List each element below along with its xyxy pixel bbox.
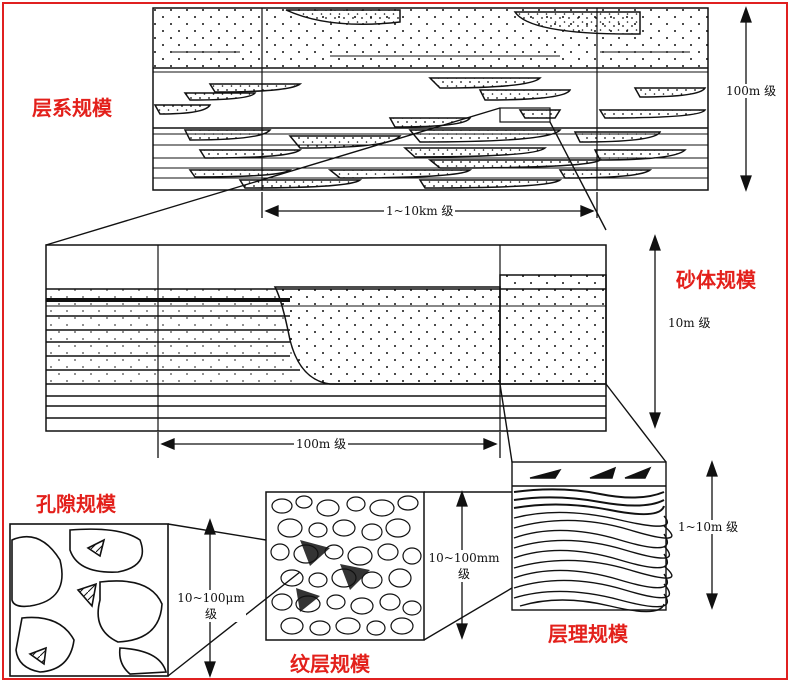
bedding-height-arrow <box>706 460 718 610</box>
label-pore-scale: 孔隙规模 <box>36 492 116 516</box>
dim-lamina-height: 10~100mm 级 <box>428 550 500 582</box>
label-lamina-scale: 纹层规模 <box>290 652 370 676</box>
pore-block <box>9 523 169 677</box>
dim-pore-unit: 级 <box>204 607 217 621</box>
label-sandbody-scale: 砂体规模 <box>676 268 756 292</box>
dim-sandbody-height: 10m 级 <box>666 316 713 330</box>
dim-lamina-unit: 级 <box>457 567 470 581</box>
dim-formation-height: 100m 级 <box>724 84 779 98</box>
label-bedding-scale: 层理规模 <box>548 622 628 646</box>
dim-formation-width: 1~10km 级 <box>384 204 456 218</box>
zoom-lines-middle <box>499 383 667 463</box>
zoom-lines-lamina <box>167 523 301 677</box>
dim-pore-value: 10~100μm <box>177 591 245 605</box>
sandbody-height-arrow <box>649 234 661 429</box>
zoom-lines-bedding <box>423 491 513 641</box>
label-formation-scale: 层系规模 <box>32 96 112 120</box>
sandbody-block <box>45 244 607 432</box>
lamina-block <box>265 491 425 641</box>
formation-height-arrow <box>740 6 752 192</box>
dim-bedding-height: 1~10m 级 <box>676 520 741 534</box>
bedding-block <box>511 461 673 613</box>
dim-sandbody-width: 100m 级 <box>294 437 349 451</box>
formation-block <box>152 7 709 191</box>
dim-pore-height: 10~100μm 级 <box>176 590 246 622</box>
dim-lamina-value: 10~100mm <box>428 551 500 565</box>
